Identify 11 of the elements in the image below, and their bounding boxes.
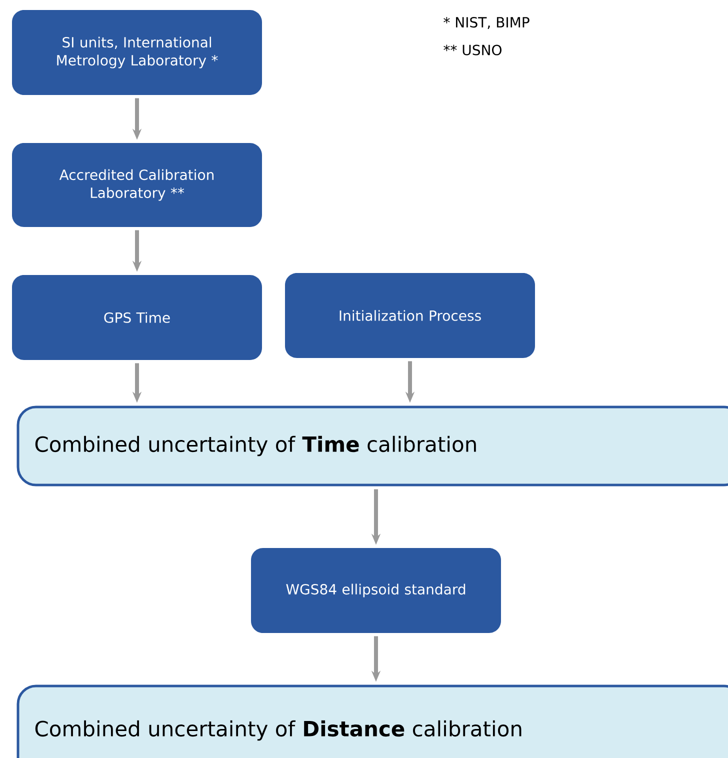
process-box: Accredited Calibration Laboratory ** xyxy=(12,143,262,227)
process-box: GPS Time xyxy=(12,275,262,360)
footnote-text: * NIST, BIMP xyxy=(444,17,530,30)
process-box: Initialization Process xyxy=(285,273,535,358)
process-box: SI units, International Metrology Laboratory * xyxy=(12,10,262,95)
result-text: Combined uncertainty of Time calibration xyxy=(35,436,476,456)
result-text: Combined uncertainty of Distance calibration xyxy=(35,720,522,741)
process-box: WGS84 ellipsoid standard xyxy=(251,548,501,633)
result-box xyxy=(16,684,728,758)
result-box xyxy=(16,406,728,486)
footnote-text: ** USNO xyxy=(444,44,502,56)
